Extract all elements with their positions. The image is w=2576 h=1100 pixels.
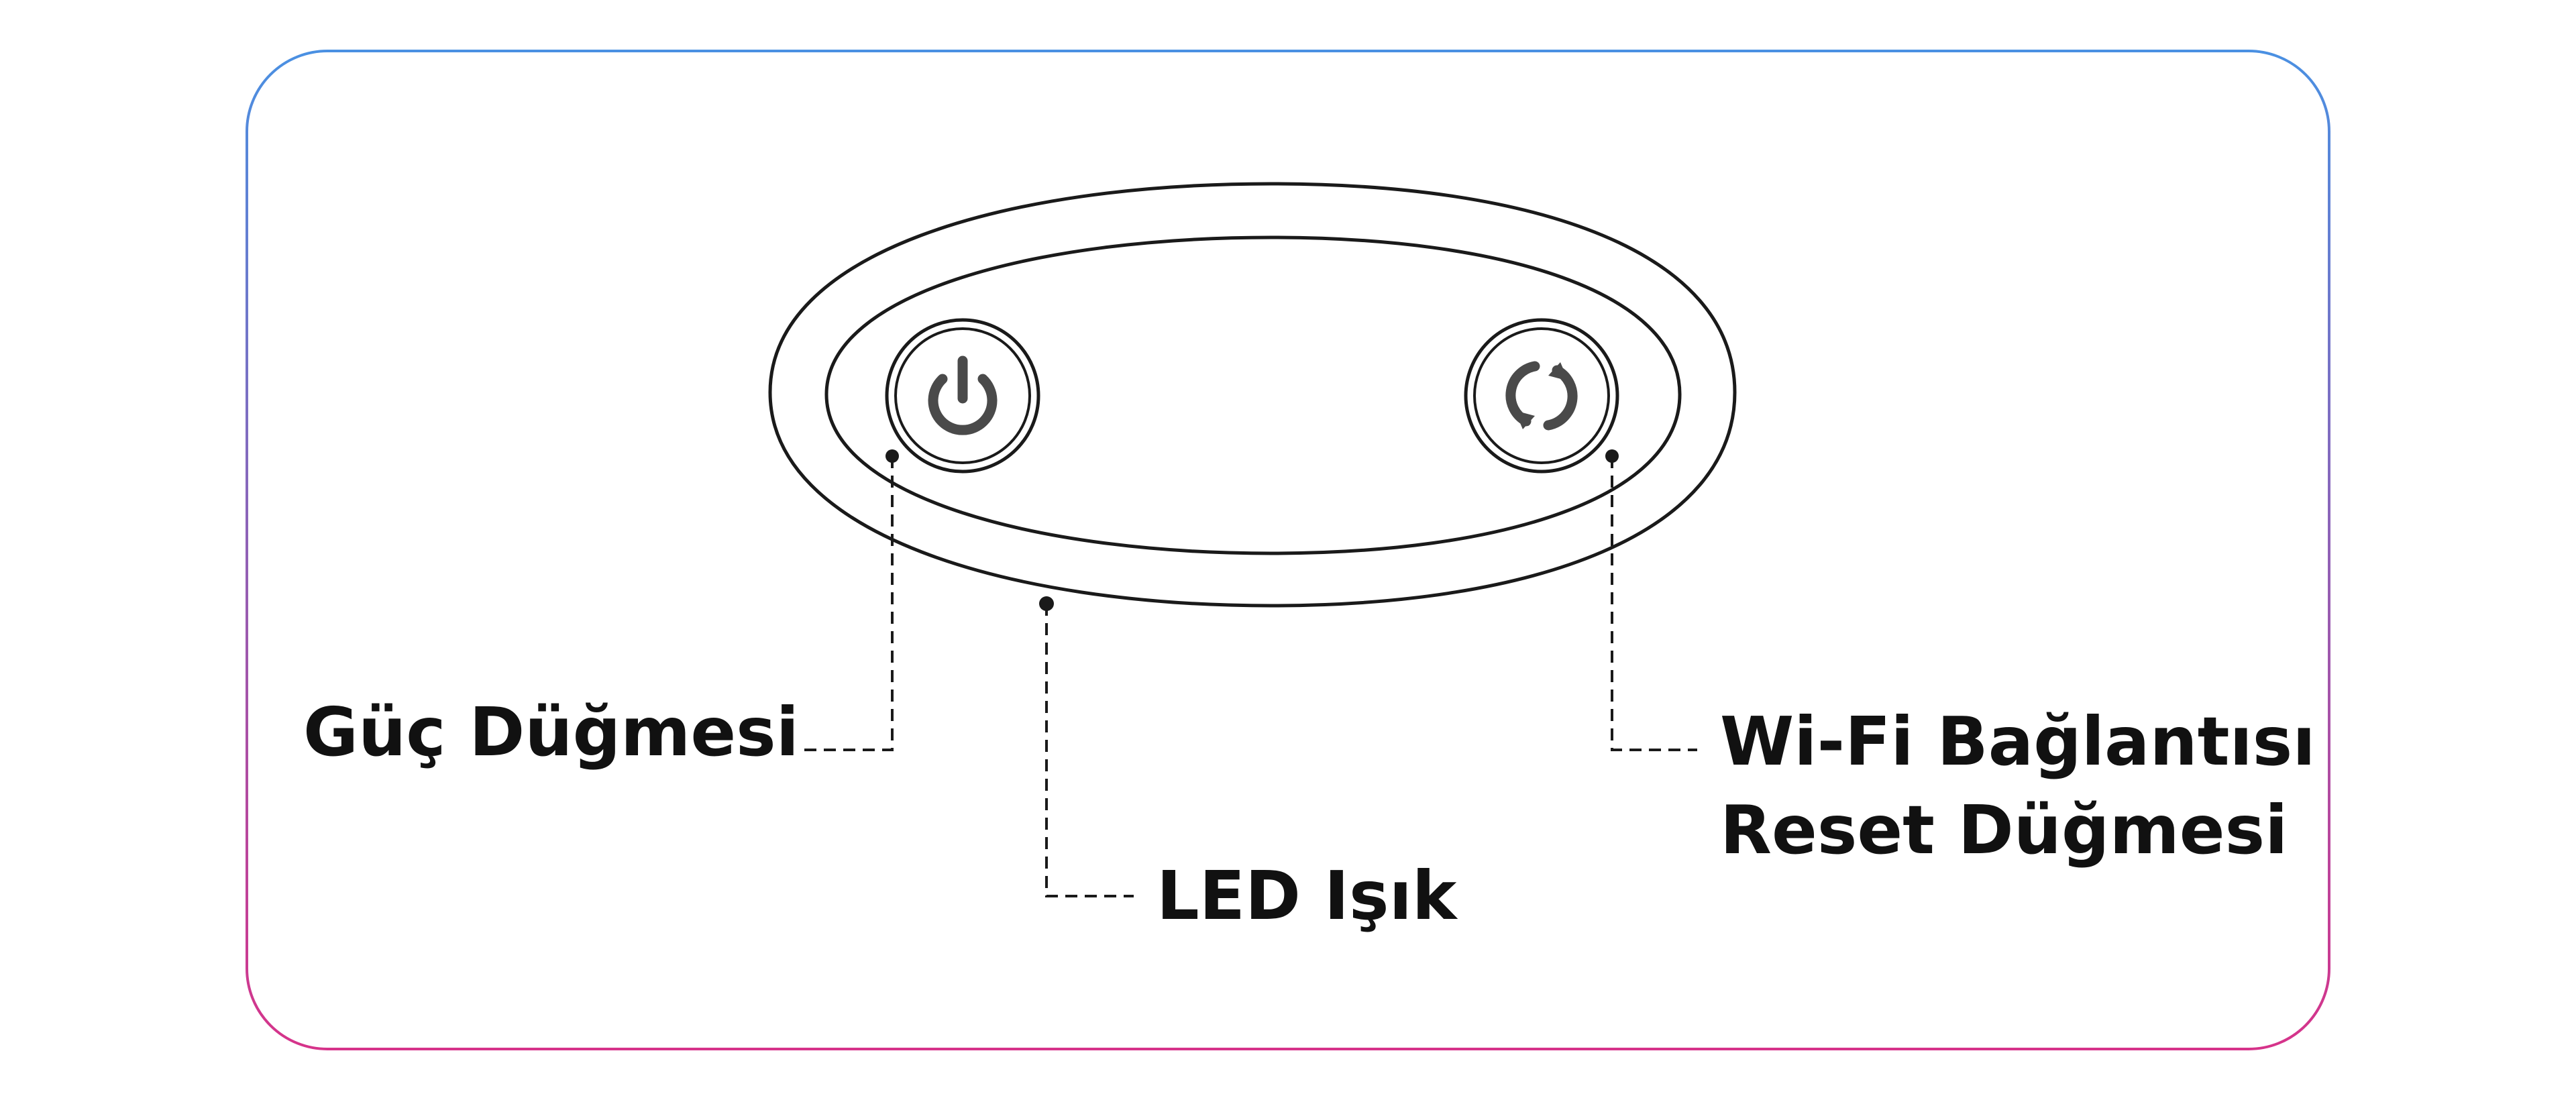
device-inner-panel	[824, 235, 1682, 555]
led-light-label: LED Işık	[1157, 857, 1458, 935]
refresh-icon	[1505, 361, 1578, 431]
power-icon	[928, 355, 998, 435]
wifi-reset-button[interactable]	[1464, 318, 1619, 474]
power-button[interactable]	[885, 318, 1040, 474]
wifi-reset-label-line1: Wi-Fi Bağlantısı	[1720, 702, 2316, 781]
power-callout-leader	[798, 456, 894, 751]
power-button-callout: Güç Düğmesi	[303, 449, 899, 771]
wifi-callout-leader	[1611, 456, 1697, 751]
wifi-reset-label-line2: Reset Düğmesi	[1720, 791, 2288, 869]
led-light-callout: LED Işık	[1039, 596, 1458, 935]
diagram-frame	[246, 50, 2330, 1050]
led-callout-leader	[1045, 604, 1134, 897]
device-outer-shell	[768, 182, 1737, 608]
power-button-label: Güç Düğmesi	[303, 693, 799, 771]
wifi-reset-callout: Wi-Fi Bağlantısı Reset Düğmesi	[1605, 449, 2316, 869]
